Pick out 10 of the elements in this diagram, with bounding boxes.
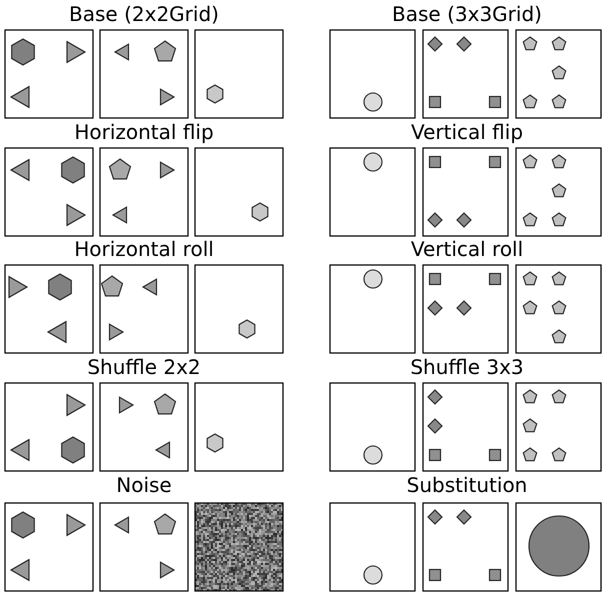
panel-title: Base (3x3Grid): [392, 2, 542, 26]
panel-title: Noise: [116, 473, 172, 497]
panel-title: Horizontal roll: [74, 237, 214, 261]
panel-title: Vertical roll: [410, 237, 524, 261]
panel-title: Substitution: [406, 473, 528, 497]
panel-title: Shuffle 3x3: [410, 355, 524, 379]
panel-title: Horizontal flip: [74, 120, 214, 144]
panel-title: Base (2x2Grid): [69, 2, 219, 26]
panel-title: Vertical flip: [410, 120, 524, 144]
panel-title: Shuffle 2x2: [87, 355, 201, 379]
